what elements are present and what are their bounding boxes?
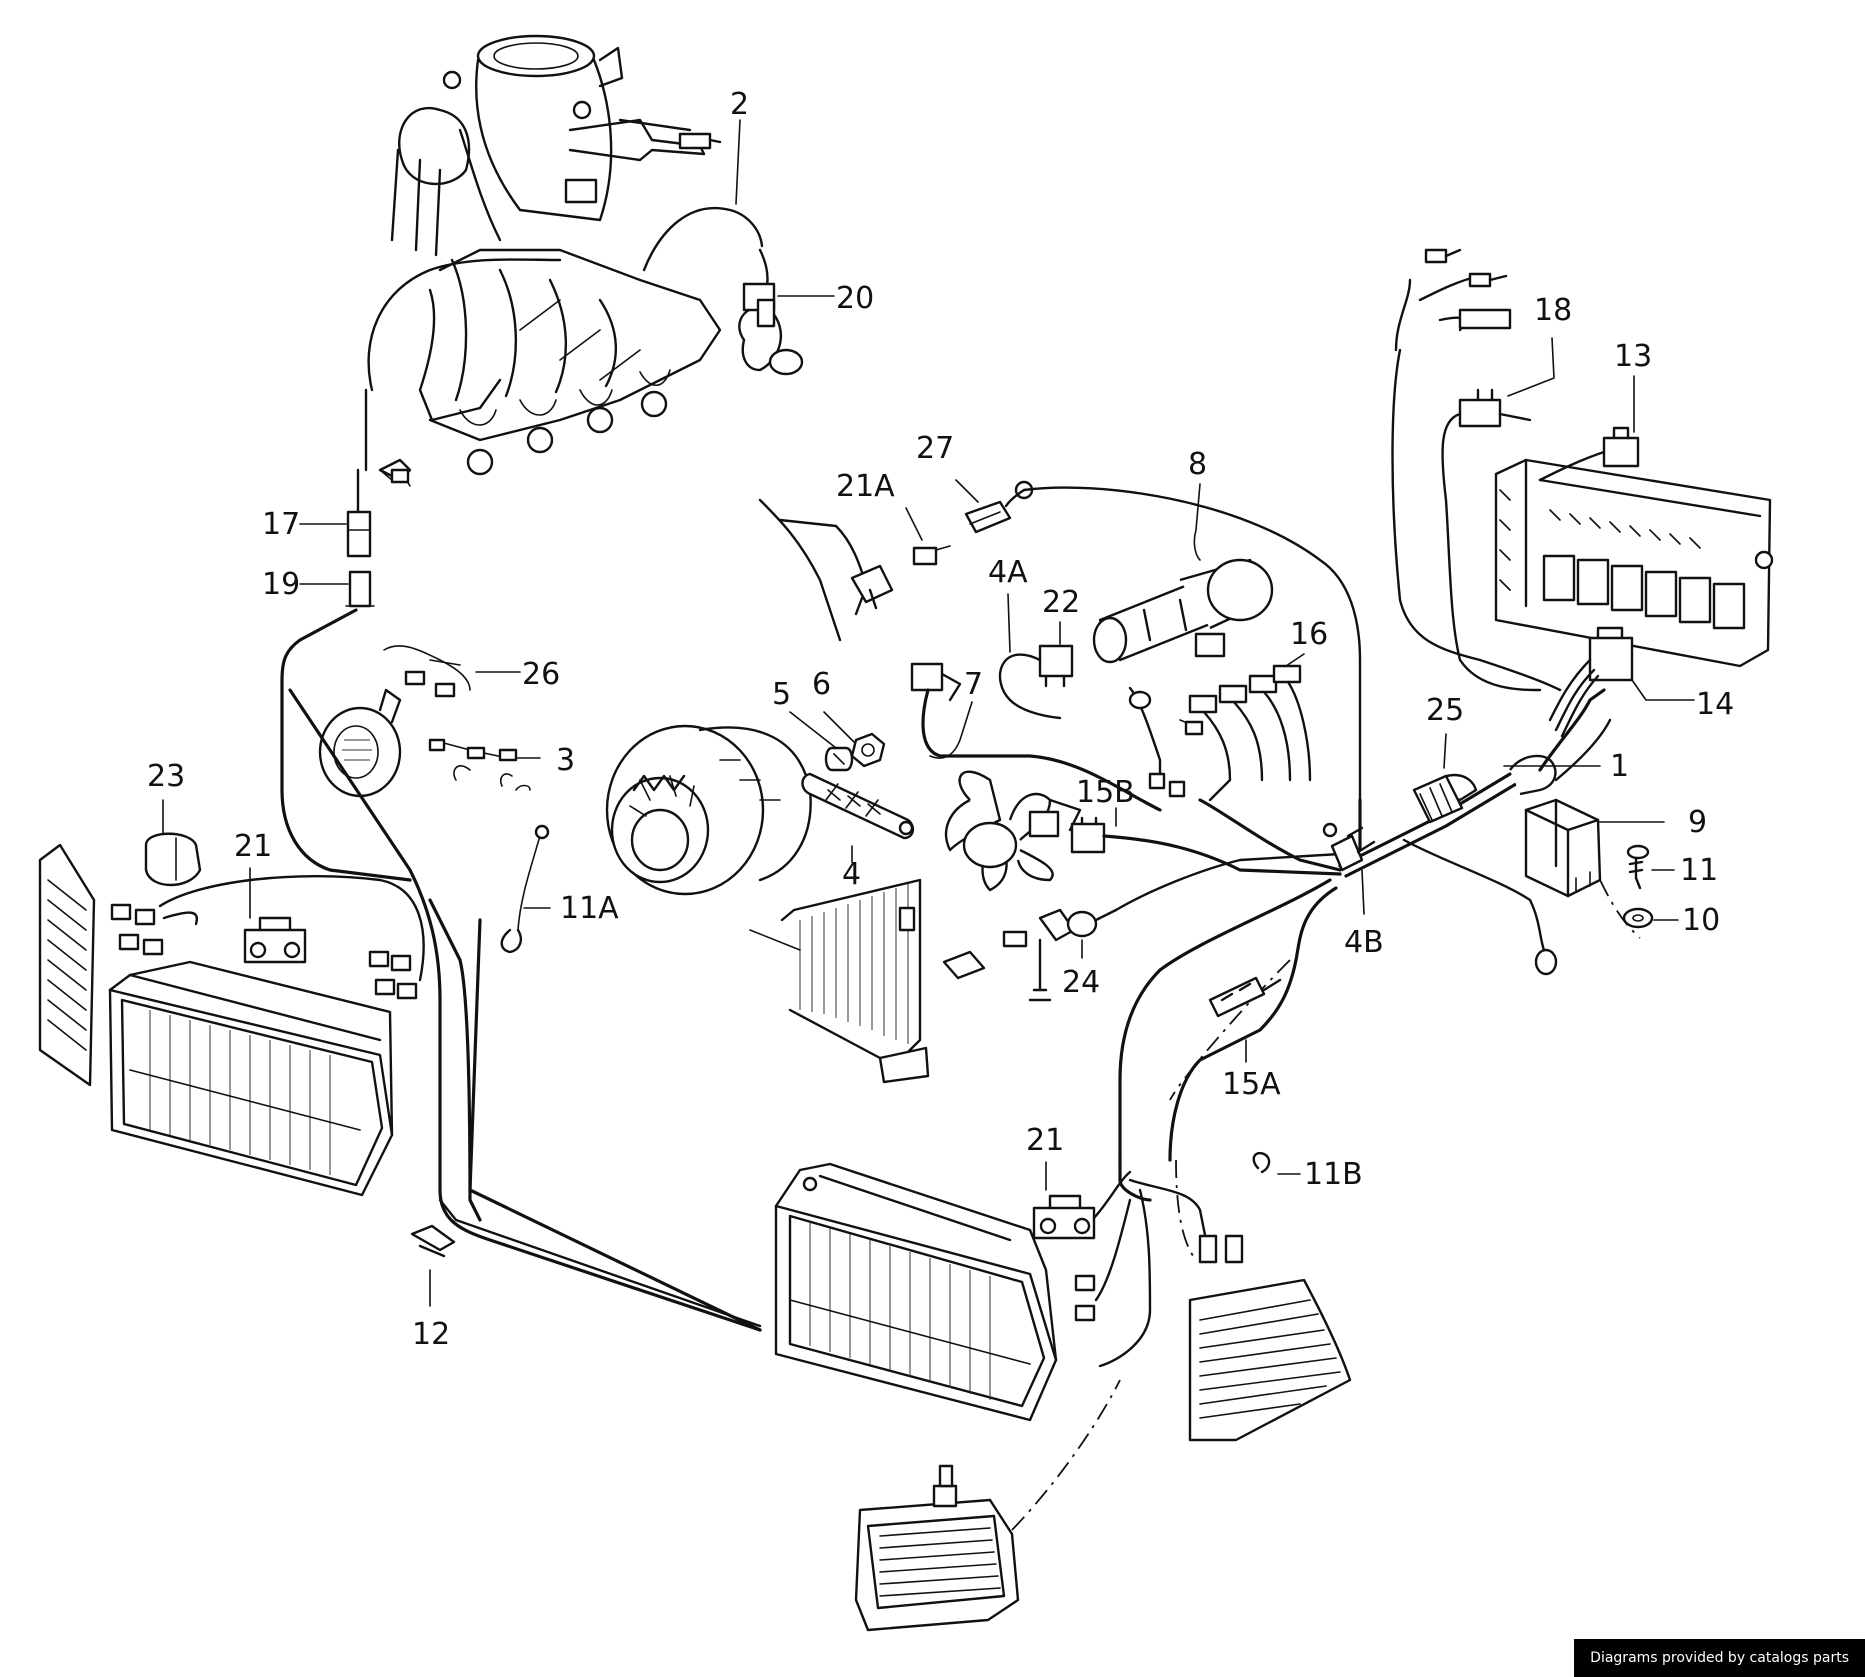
callout-8: 8 [1188, 447, 1207, 482]
callout-3: 3 [556, 743, 575, 778]
connector-19 [345, 570, 375, 608]
relay-9 [1524, 798, 1602, 898]
callout-12: 12 [412, 1317, 450, 1352]
sensor-24 [942, 852, 1342, 1002]
sender-27 [964, 480, 1362, 802]
screw-11 [1626, 844, 1650, 890]
callout-4A: 4A [988, 555, 1028, 590]
callout-17: 17 [262, 507, 300, 542]
bulb-23 [144, 832, 202, 887]
callout-23: 23 [147, 759, 185, 794]
bracket-4 [801, 772, 915, 840]
connector-17 [346, 468, 411, 558]
callout-15B: 15B [1076, 775, 1135, 810]
callout-1: 1 [1610, 749, 1629, 784]
connectors-16 [1128, 664, 1312, 802]
callout-5: 5 [772, 677, 791, 712]
washer-5 [824, 746, 854, 772]
callout-labels: 2 20 17 19 26 3 23 21 11A 12 27 21A 4A 2… [147, 87, 1734, 1352]
ground-wire [1402, 838, 1641, 976]
callout-13: 13 [1614, 339, 1652, 374]
callout-16: 16 [1290, 617, 1328, 652]
alternator [605, 724, 812, 896]
sensor-21A [758, 498, 951, 642]
ground-strap-11A [500, 824, 550, 954]
connector-14 [1548, 626, 1634, 738]
intake-manifold [364, 34, 804, 482]
credit-badge: Diagrams provided by catalogs parts [1574, 1639, 1865, 1677]
right-grille [1188, 1278, 1352, 1442]
radiator [749, 878, 930, 1084]
callout-11: 11 [1680, 853, 1718, 888]
callout-4: 4 [842, 857, 861, 892]
callout-4B: 4B [1344, 925, 1384, 960]
callout-25: 25 [1426, 693, 1464, 728]
callout-7: 7 [964, 667, 983, 702]
callout-15A: 15A [1222, 1067, 1281, 1102]
connector-7 [910, 662, 1162, 812]
bulb-holder-21-right [1032, 1170, 1244, 1368]
callout-24: 24 [1062, 965, 1100, 1000]
clip-11B [1252, 1151, 1271, 1174]
callout-21-right: 21 [1026, 1123, 1064, 1158]
callout-21A: 21A [836, 469, 895, 504]
horn [318, 645, 471, 798]
cooling-fan [944, 770, 1082, 892]
right-headlamp-branch [1118, 878, 1338, 1261]
callout-10: 10 [1682, 903, 1720, 938]
callout-22: 22 [1042, 585, 1080, 620]
right-headlamp [774, 1162, 1058, 1422]
callout-27: 27 [916, 431, 954, 466]
left-headlamp-wiring [110, 874, 425, 1000]
clip-12 [410, 1224, 456, 1258]
callout-26: 26 [522, 657, 560, 692]
callout-11A: 11A [560, 891, 619, 926]
callout-21-left: 21 [234, 829, 272, 864]
callout-18: 18 [1534, 293, 1572, 328]
callout-11B: 11B [1304, 1157, 1363, 1192]
left-grille [38, 843, 96, 1087]
callout-2: 2 [730, 87, 749, 122]
connector-15B [1070, 816, 1342, 876]
callout-19: 19 [262, 567, 300, 602]
fog-lamp [854, 1379, 1121, 1632]
leader-lines [162, 119, 1695, 1307]
nut-6 [850, 732, 886, 768]
washer-10 [1622, 907, 1654, 929]
main-harness-left-branch [280, 608, 762, 1332]
callout-9: 9 [1688, 805, 1707, 840]
connector-15A [1208, 976, 1282, 1018]
bulb-holder-21-left [243, 916, 307, 964]
connector-18 [1441, 388, 1542, 692]
callout-14: 14 [1696, 687, 1734, 722]
switch-22 [998, 644, 1074, 720]
callout-20: 20 [836, 281, 874, 316]
callout-6: 6 [812, 667, 831, 702]
relay-panel-13 [1494, 426, 1774, 668]
clip-4B [1322, 822, 1376, 872]
upper-right-wires [1391, 248, 1562, 692]
brake-master-cylinder [1092, 558, 1274, 664]
left-headlamp [108, 960, 394, 1197]
connectors-3 [428, 738, 531, 791]
